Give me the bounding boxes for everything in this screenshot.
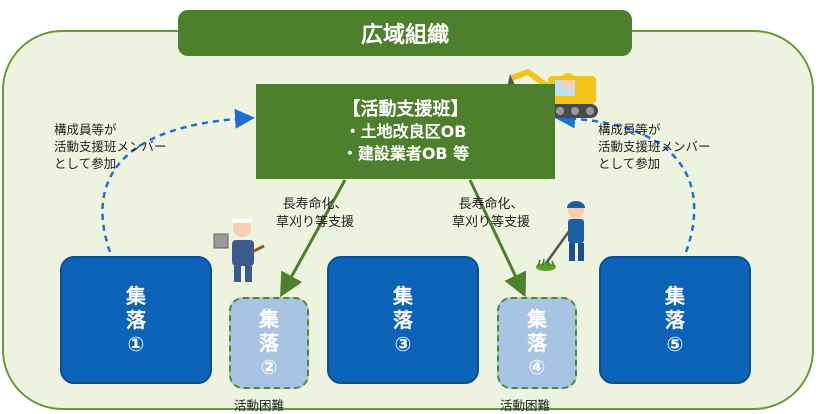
participation-note-right: 構成員等が 活動支援班メンバー として参加 <box>598 121 711 172</box>
village-1-char: 落 <box>126 308 146 332</box>
village-4-char: 落 <box>527 331 547 355</box>
participation-arrow-right <box>555 108 696 253</box>
participation-note-line: 活動支援班メンバー <box>54 139 167 154</box>
support-label-line: 草刈り等支援 <box>276 215 355 230</box>
stone-worker-icon <box>213 219 265 282</box>
village-1: 集 落 ① <box>60 256 212 384</box>
village-4-char: ④ <box>528 355 546 379</box>
village-2-char: ② <box>260 355 278 379</box>
support-arrow-right <box>468 179 527 298</box>
village-1-char: ① <box>127 332 145 356</box>
village-2-status: 活動困難 <box>234 398 285 413</box>
village-4-char: 集 <box>527 307 547 331</box>
support-team-title: 【活動支援班】 <box>342 98 469 120</box>
village-4-status: 活動困難 <box>500 398 551 413</box>
village-5-char: 落 <box>665 308 685 332</box>
support-team-member: ・土地改良区OB <box>344 121 467 141</box>
village-3-char: ③ <box>394 332 412 356</box>
support-label-right: 長寿命化、 草刈り等支援 <box>452 196 530 232</box>
support-label-left: 長寿命化、 草刈り等支援 <box>276 196 354 232</box>
support-label-line: 長寿命化、 <box>282 197 348 212</box>
village-2: 集 落 ② <box>229 297 309 389</box>
participation-arrow-left <box>101 108 255 253</box>
participation-note-line: として参加 <box>598 156 661 171</box>
village-5-char: 集 <box>665 284 685 308</box>
village-4: 集 落 ④ <box>497 297 577 389</box>
grass-cutter-worker-icon <box>536 201 585 271</box>
village-3: 集 落 ③ <box>327 256 479 384</box>
participation-note-left: 構成員等が 活動支援班メンバー として参加 <box>54 121 167 172</box>
support-label-line: 草刈り等支援 <box>452 215 531 230</box>
regional-organization-label: 広域組織 <box>360 23 449 48</box>
village-1-char: 集 <box>126 284 146 308</box>
village-2-char: 落 <box>259 331 279 355</box>
support-arrow-left <box>280 179 347 298</box>
regional-organization-box: 広域組織 <box>178 10 632 56</box>
support-label-line: 長寿命化、 <box>458 197 524 212</box>
village-3-char: 落 <box>393 308 413 332</box>
village-3-char: 集 <box>393 284 413 308</box>
support-team-member: ・建設業者OB 等 <box>341 143 470 163</box>
participation-note-line: として参加 <box>54 156 117 171</box>
village-2-char: 集 <box>259 307 279 331</box>
village-5-char: ⑤ <box>666 332 684 356</box>
participation-note-line: 構成員等が <box>598 122 661 137</box>
participation-note-line: 構成員等が <box>54 122 117 137</box>
village-5: 集 落 ⑤ <box>599 256 751 384</box>
support-team-box: 【活動支援班】 ・土地改良区OB ・建設業者OB 等 <box>256 84 555 179</box>
participation-note-line: 活動支援班メンバー <box>598 139 711 154</box>
